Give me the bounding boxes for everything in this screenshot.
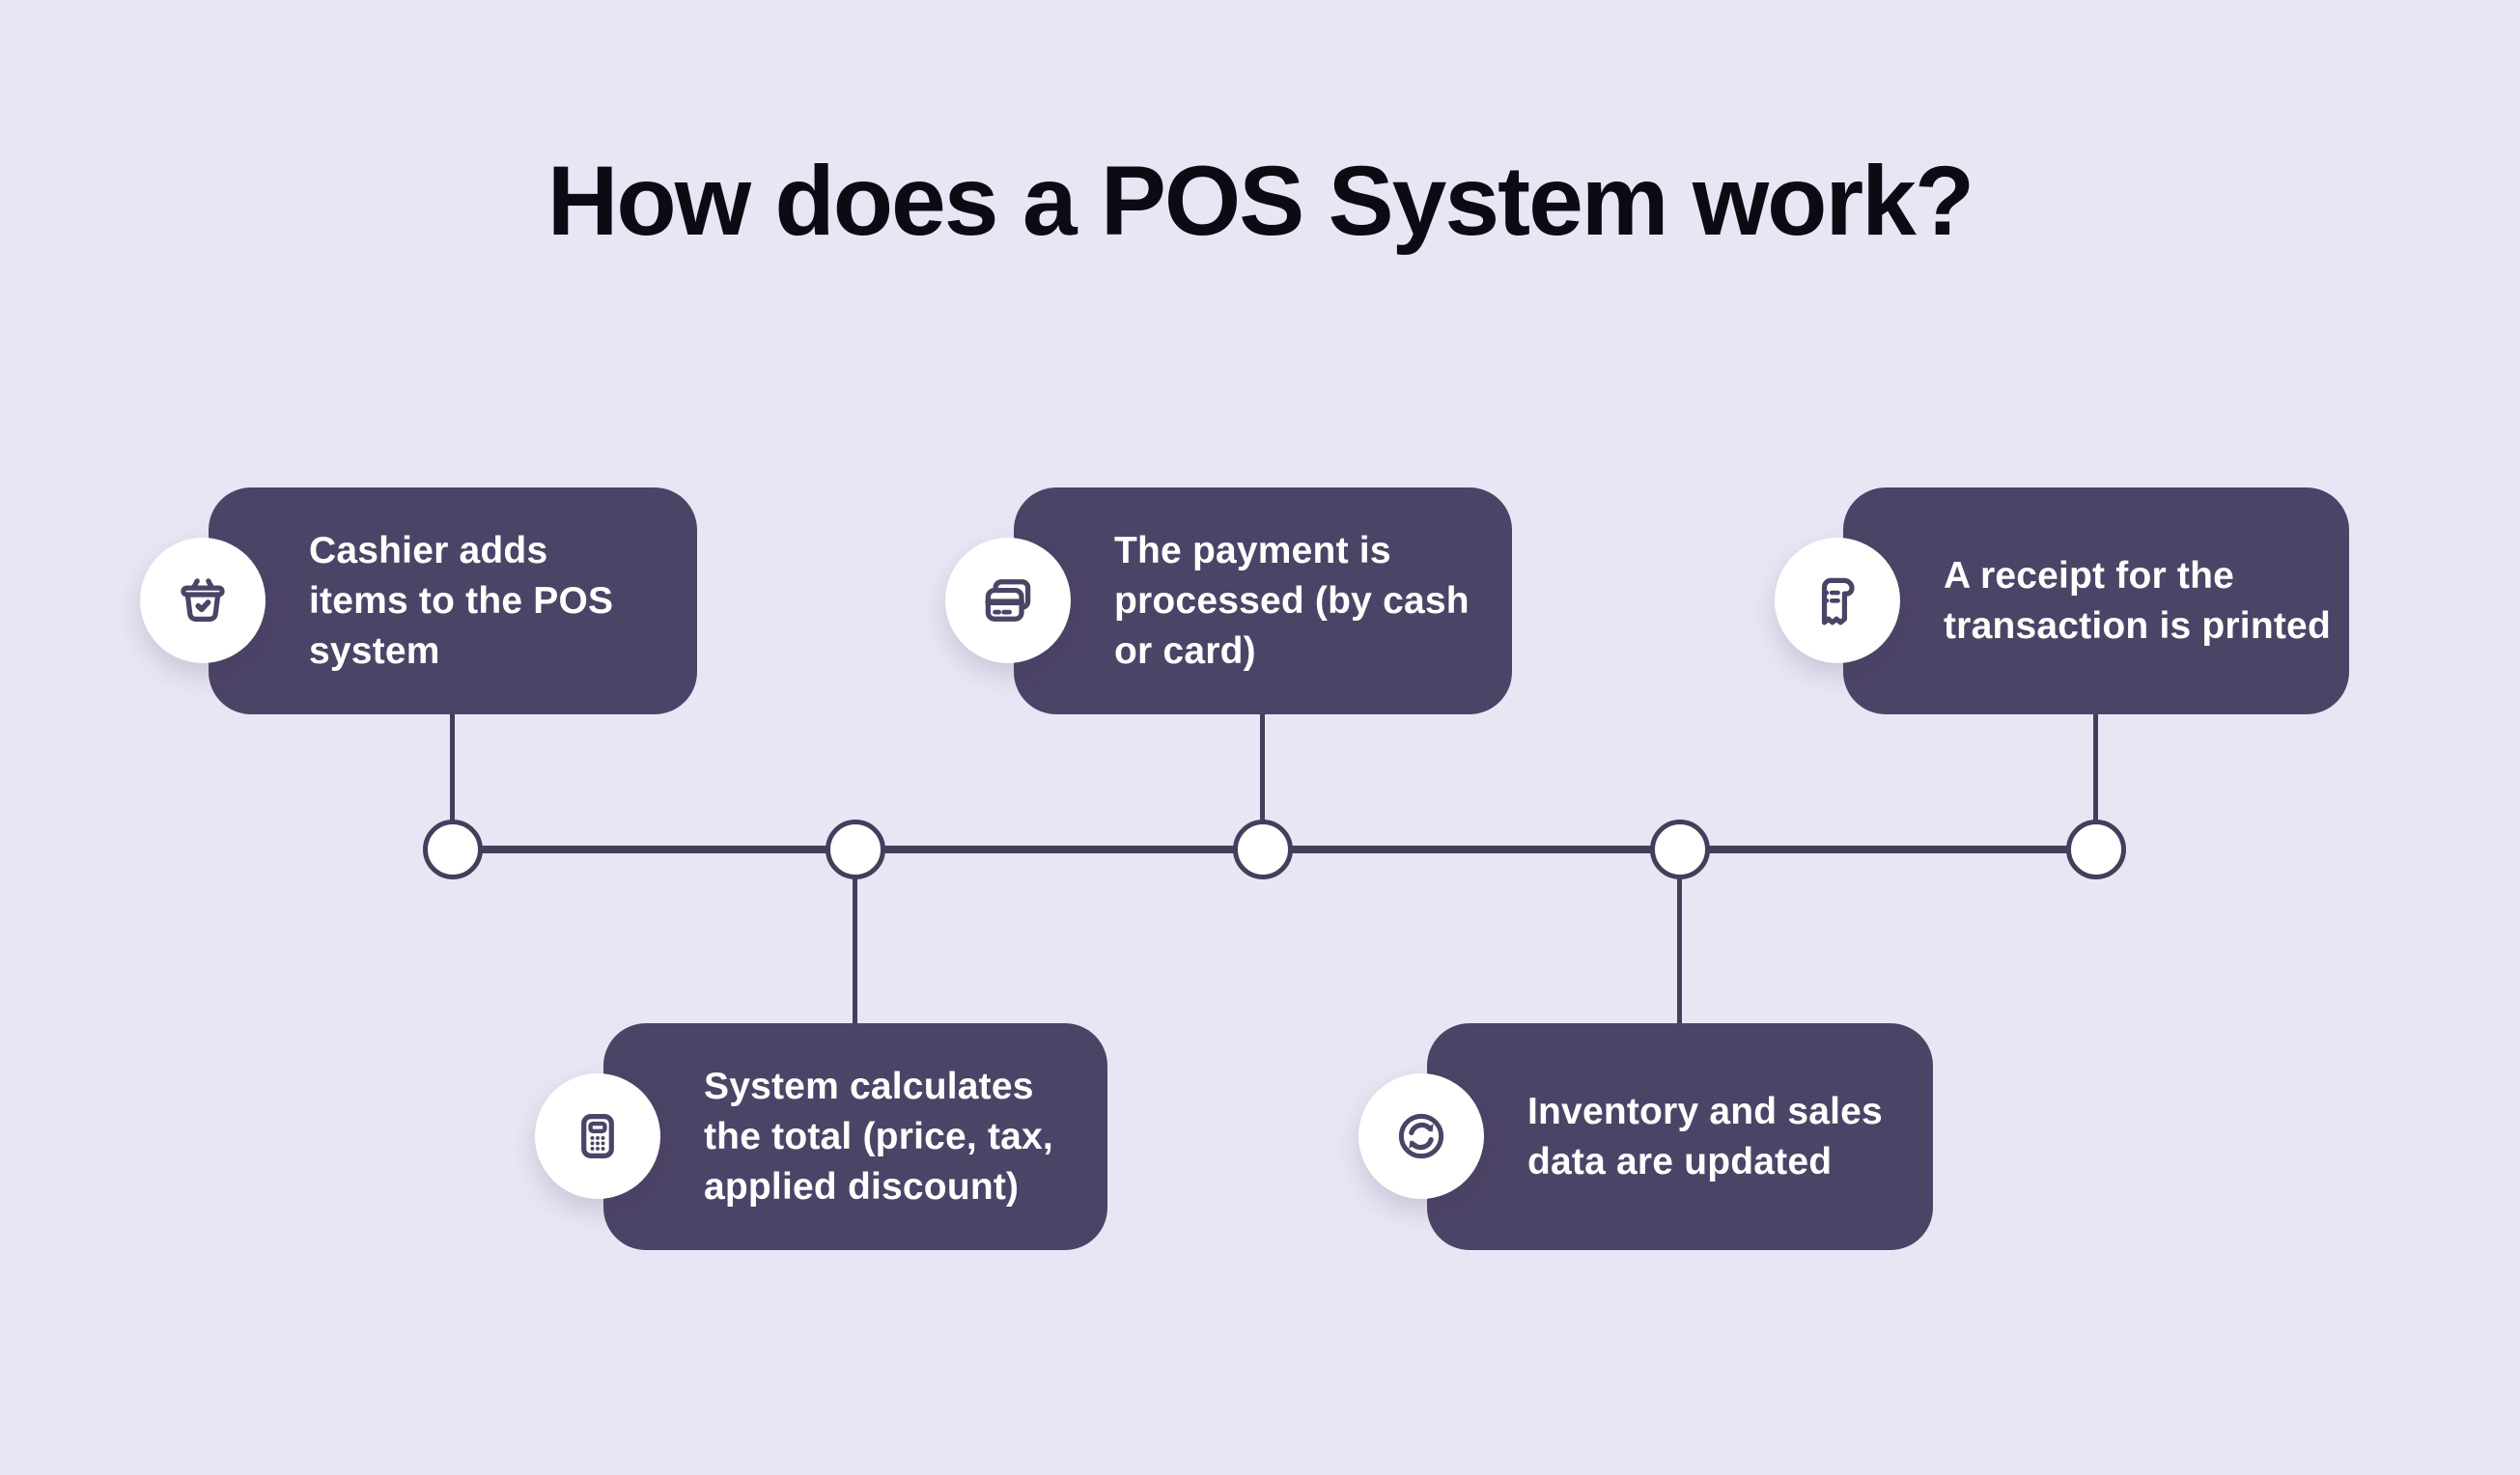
step-icon-badge: [1775, 538, 1900, 663]
step-text: A receipt for the transaction is printed: [1944, 554, 2331, 647]
sync-arrows-icon: [1398, 1113, 1444, 1159]
connector-line: [450, 714, 455, 849]
step-card-cashier-adds-items: Cashier adds items to the POS system: [209, 487, 697, 714]
step-text: Cashier adds items to the POS system: [309, 529, 614, 672]
step-text: Inventory and sales data are updated: [1527, 1090, 1883, 1183]
step-icon-badge: [140, 538, 266, 663]
basket-check-icon: [181, 578, 225, 622]
timeline-node-4: [1650, 820, 1710, 879]
receipt-icon: [1821, 577, 1855, 626]
step-card-receipt-printed: A receipt for the transaction is printed: [1843, 487, 2349, 714]
step-icon-badge: [535, 1073, 660, 1199]
connector-line: [2093, 714, 2098, 849]
step-text: System calculates the total (price, tax,…: [704, 1065, 1053, 1208]
step-icon-badge: [945, 538, 1071, 663]
step-text: The payment is processed (by cash or car…: [1114, 529, 1470, 672]
connector-line: [853, 849, 857, 1023]
step-icon-badge: [1358, 1073, 1484, 1199]
timeline-node-2: [826, 820, 885, 879]
calculator-icon: [581, 1114, 614, 1158]
page-title: How does a POS System work?: [546, 146, 1974, 256]
step-card-system-calculates-total: System calculates the total (price, tax,…: [603, 1023, 1107, 1250]
step-card-payment-processed: The payment is processed (by cash or car…: [1014, 487, 1512, 714]
credit-cards-icon: [985, 579, 1031, 622]
connector-line: [1677, 849, 1682, 1023]
timeline-node-3: [1233, 820, 1293, 879]
step-card-inventory-updated: Inventory and sales data are updated: [1427, 1023, 1933, 1250]
connector-line: [1260, 714, 1265, 849]
timeline-node-1: [423, 820, 483, 879]
timeline-node-5: [2066, 820, 2126, 879]
